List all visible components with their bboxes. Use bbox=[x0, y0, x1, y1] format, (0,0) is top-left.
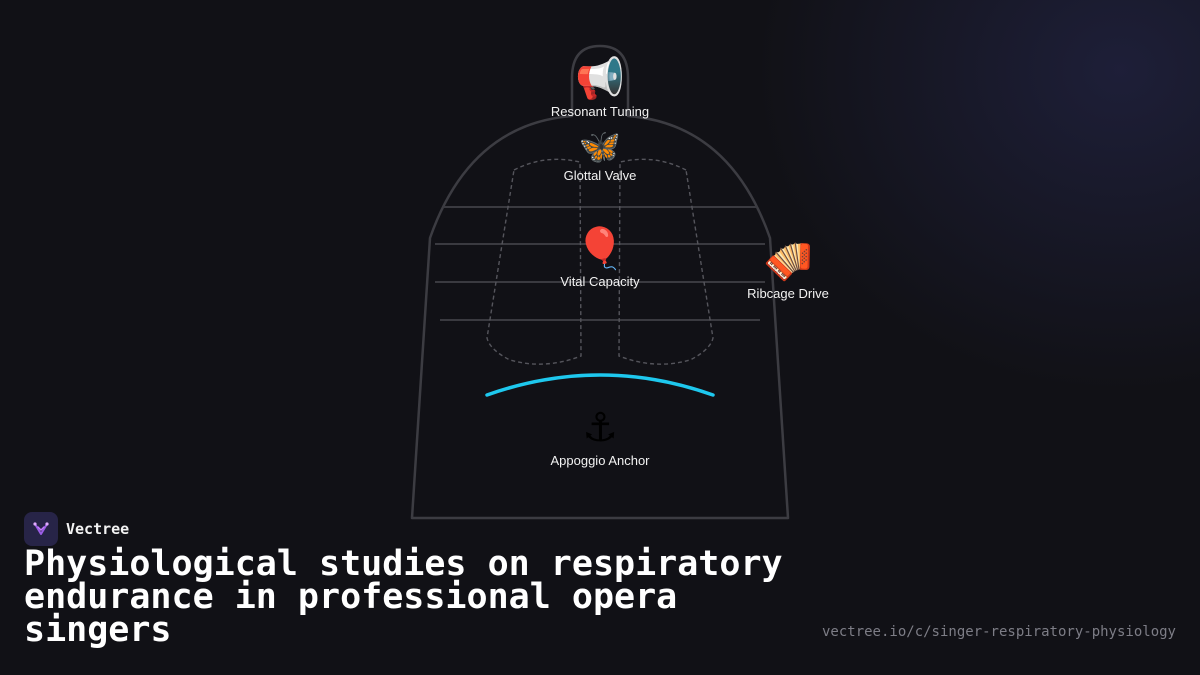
node-label: Vital Capacity bbox=[560, 274, 640, 289]
node-vital-capacity: 🎈 Vital Capacity bbox=[560, 226, 639, 289]
brand: Vectree bbox=[24, 512, 129, 546]
node-resonant-tuning: 📢 Resonant Tuning bbox=[551, 56, 649, 119]
anchor-icon: ⚓ bbox=[582, 405, 618, 451]
node-label: Appoggio Anchor bbox=[550, 453, 650, 468]
node-glottal-valve: 🦋 Glottal Valve bbox=[564, 128, 637, 183]
node-appoggio-anchor: ⚓ Appoggio Anchor bbox=[550, 405, 649, 468]
vectree-logo-icon bbox=[24, 512, 58, 546]
brand-name: Vectree bbox=[66, 520, 130, 538]
node-ribcage-drive: 🪗 Ribcage Drive bbox=[747, 238, 829, 301]
balloon-icon: 🎈 bbox=[575, 226, 625, 272]
butterfly-icon: 🦋 bbox=[578, 127, 622, 167]
page-title: Physiological studies on respiratory end… bbox=[24, 544, 783, 650]
megaphone-icon: 📢 bbox=[575, 56, 625, 102]
left-lung-outline bbox=[486, 158, 582, 365]
diaphragm-arc bbox=[485, 373, 715, 397]
right-lung-outline bbox=[618, 158, 714, 365]
page-url: vectree.io/c/singer-respiratory-physiolo… bbox=[821, 624, 1176, 640]
node-label: Ribcage Drive bbox=[747, 286, 829, 301]
node-label: Resonant Tuning bbox=[550, 104, 650, 119]
accordion-icon: 🪗 bbox=[763, 238, 813, 284]
torso-outline bbox=[410, 44, 790, 520]
node-label: Glottal Valve bbox=[563, 168, 637, 183]
